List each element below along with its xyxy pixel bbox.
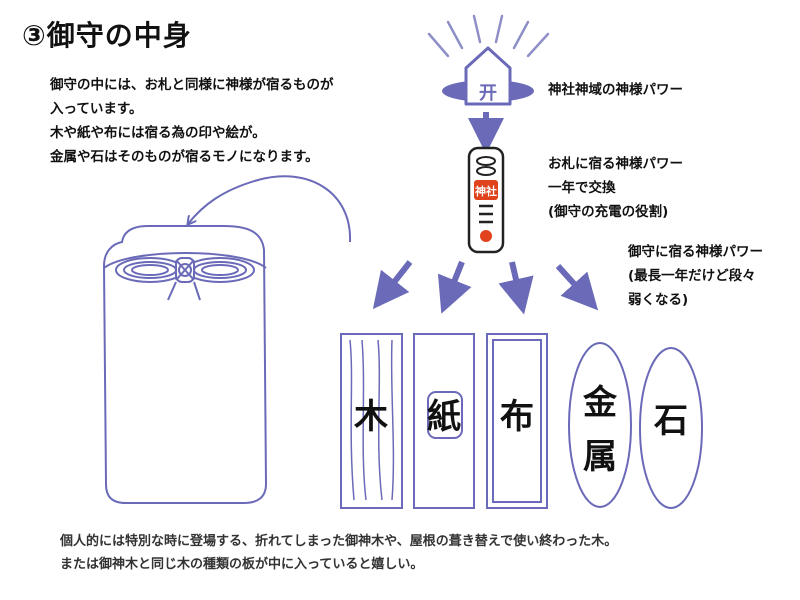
- label-line: 弱くなる): [628, 292, 689, 308]
- ofuda-stamp: [474, 180, 498, 200]
- ofuda-power-label: お札に宿る神様パワー 一年で交換 (御守の充電の役割): [548, 152, 683, 224]
- wood-label: 木: [353, 397, 388, 437]
- arrow-to-cloth: [498, 261, 534, 315]
- arrow-to-paper: [437, 260, 472, 314]
- omamori-power-label: 御守に宿る神様パワー (最長一年だけど段々 弱くなる): [628, 240, 763, 312]
- shrine-power-label: 神社神域の神様パワー: [548, 78, 683, 102]
- curved-arrow: [188, 175, 352, 243]
- ofuda-pattern: [476, 156, 496, 176]
- ofuda-talisman: 神社: [467, 146, 505, 254]
- footer-line: 個人的には特別な時に登場する、折れてしまった御神木や、屋根の葺き替えで使い終わっ…: [60, 534, 618, 549]
- ofuda-lines: [479, 204, 493, 224]
- label-line: お札に宿る神様パワー: [548, 156, 683, 172]
- intro-line: 木や紙や布には宿る為の印や絵が。: [50, 125, 266, 141]
- intro-line: 入っています。: [50, 101, 143, 117]
- intro-line: 金属や石はそのものが宿るモノになります。: [50, 149, 319, 165]
- paper-panel: 紙: [413, 333, 475, 509]
- arrow-to-wood: [372, 260, 413, 310]
- label-line: 御守に宿る神様パワー: [628, 244, 763, 260]
- label-line: (最長一年だけど段々: [628, 268, 756, 284]
- shrine-icon: 开: [427, 14, 550, 106]
- metal-ellipse: [568, 342, 632, 508]
- metal-panel: 金 属: [568, 342, 632, 508]
- cloth-frame-inner: [492, 339, 542, 503]
- label-line: (御守の充電の役割): [548, 204, 669, 220]
- radiance-rays: [427, 14, 550, 58]
- omamori-body: [102, 225, 268, 504]
- paper-label: 紙: [427, 397, 461, 437]
- stone-ellipse: [639, 347, 703, 509]
- footer-note: 個人的には特別な時に登場する、折れてしまった御神木や、屋根の葺き替えで使い終わっ…: [60, 530, 617, 576]
- omamori-top-fold: [103, 252, 267, 269]
- intro-text: 御守の中には、お札と同様に神様が宿るものが 入っています。 木や紙や布には宿る為…: [50, 73, 334, 169]
- wood-grain: [349, 339, 395, 501]
- metal-label-2: 属: [583, 437, 617, 477]
- footer-line: または御神木と同じ木の種類の板が中に入っていると嬉しい。: [60, 557, 424, 572]
- torii-mark: 开: [479, 83, 497, 104]
- cloth-panel: 布: [486, 333, 548, 509]
- cloth-label: 布: [500, 397, 534, 437]
- stone-panel: 石: [639, 347, 703, 509]
- shrine-building: [464, 46, 512, 106]
- metal-label-1: 金: [582, 383, 618, 423]
- ofuda-stamp-text: 神社: [475, 184, 497, 198]
- wood-panel: 木: [340, 333, 403, 509]
- label-line: 一年で交換: [548, 180, 616, 196]
- arrows-to-materials: [372, 260, 599, 315]
- stone-label: 石: [653, 401, 688, 441]
- intro-line: 御守の中には、お札と同様に神様が宿るものが: [50, 77, 334, 93]
- ofuda-seal: [480, 230, 492, 242]
- knot-icon: [115, 257, 255, 301]
- paper-stamp-outline: [427, 391, 463, 439]
- omamori-outline: [102, 225, 268, 504]
- arrow-to-metal: [555, 263, 599, 311]
- page-title: ③御守の中身: [22, 19, 192, 52]
- label-line: 神社神域の神様パワー: [548, 82, 683, 98]
- cloth-frame-outer: [486, 333, 548, 509]
